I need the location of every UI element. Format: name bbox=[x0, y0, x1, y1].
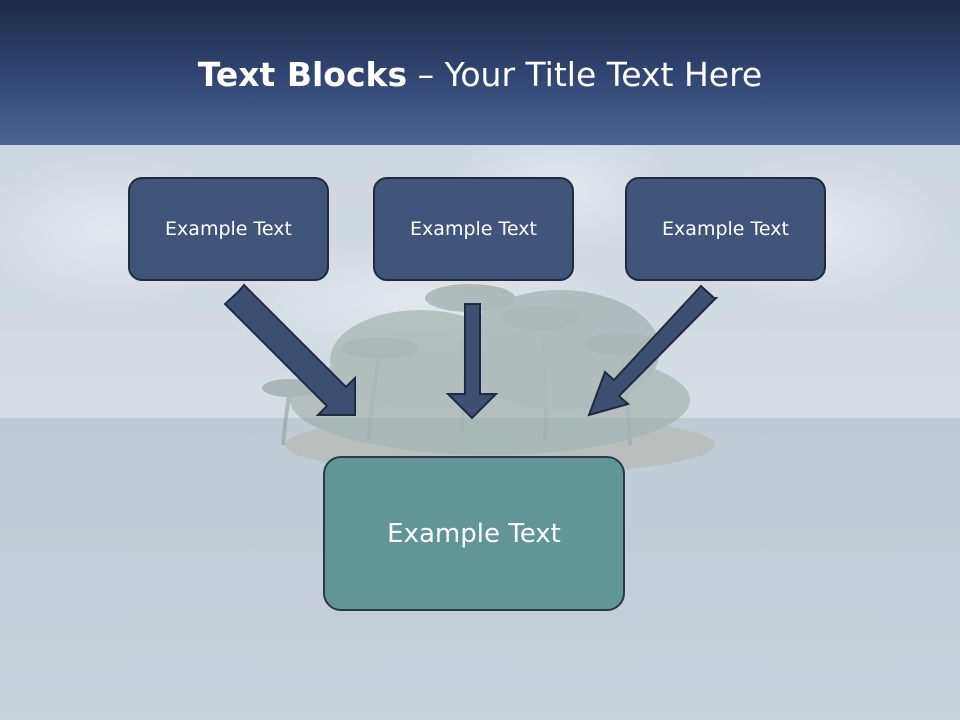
text-block-center: Example Text bbox=[373, 177, 574, 281]
result-block-label: Example Text bbox=[387, 518, 561, 549]
text-block-left: Example Text bbox=[128, 177, 329, 281]
slide-title-rest: – Your Title Text Here bbox=[407, 55, 763, 94]
text-block-center-label: Example Text bbox=[410, 218, 537, 240]
title-bar: Text Blocks – Your Title Text Here bbox=[0, 0, 960, 145]
text-block-left-label: Example Text bbox=[165, 218, 292, 240]
text-block-right: Example Text bbox=[625, 177, 826, 281]
text-block-right-label: Example Text bbox=[662, 218, 789, 240]
result-block: Example Text bbox=[323, 456, 625, 611]
slide-title-bold: Text Blocks bbox=[197, 55, 408, 94]
slide-title: Text Blocks – Your Title Text Here bbox=[0, 52, 960, 98]
